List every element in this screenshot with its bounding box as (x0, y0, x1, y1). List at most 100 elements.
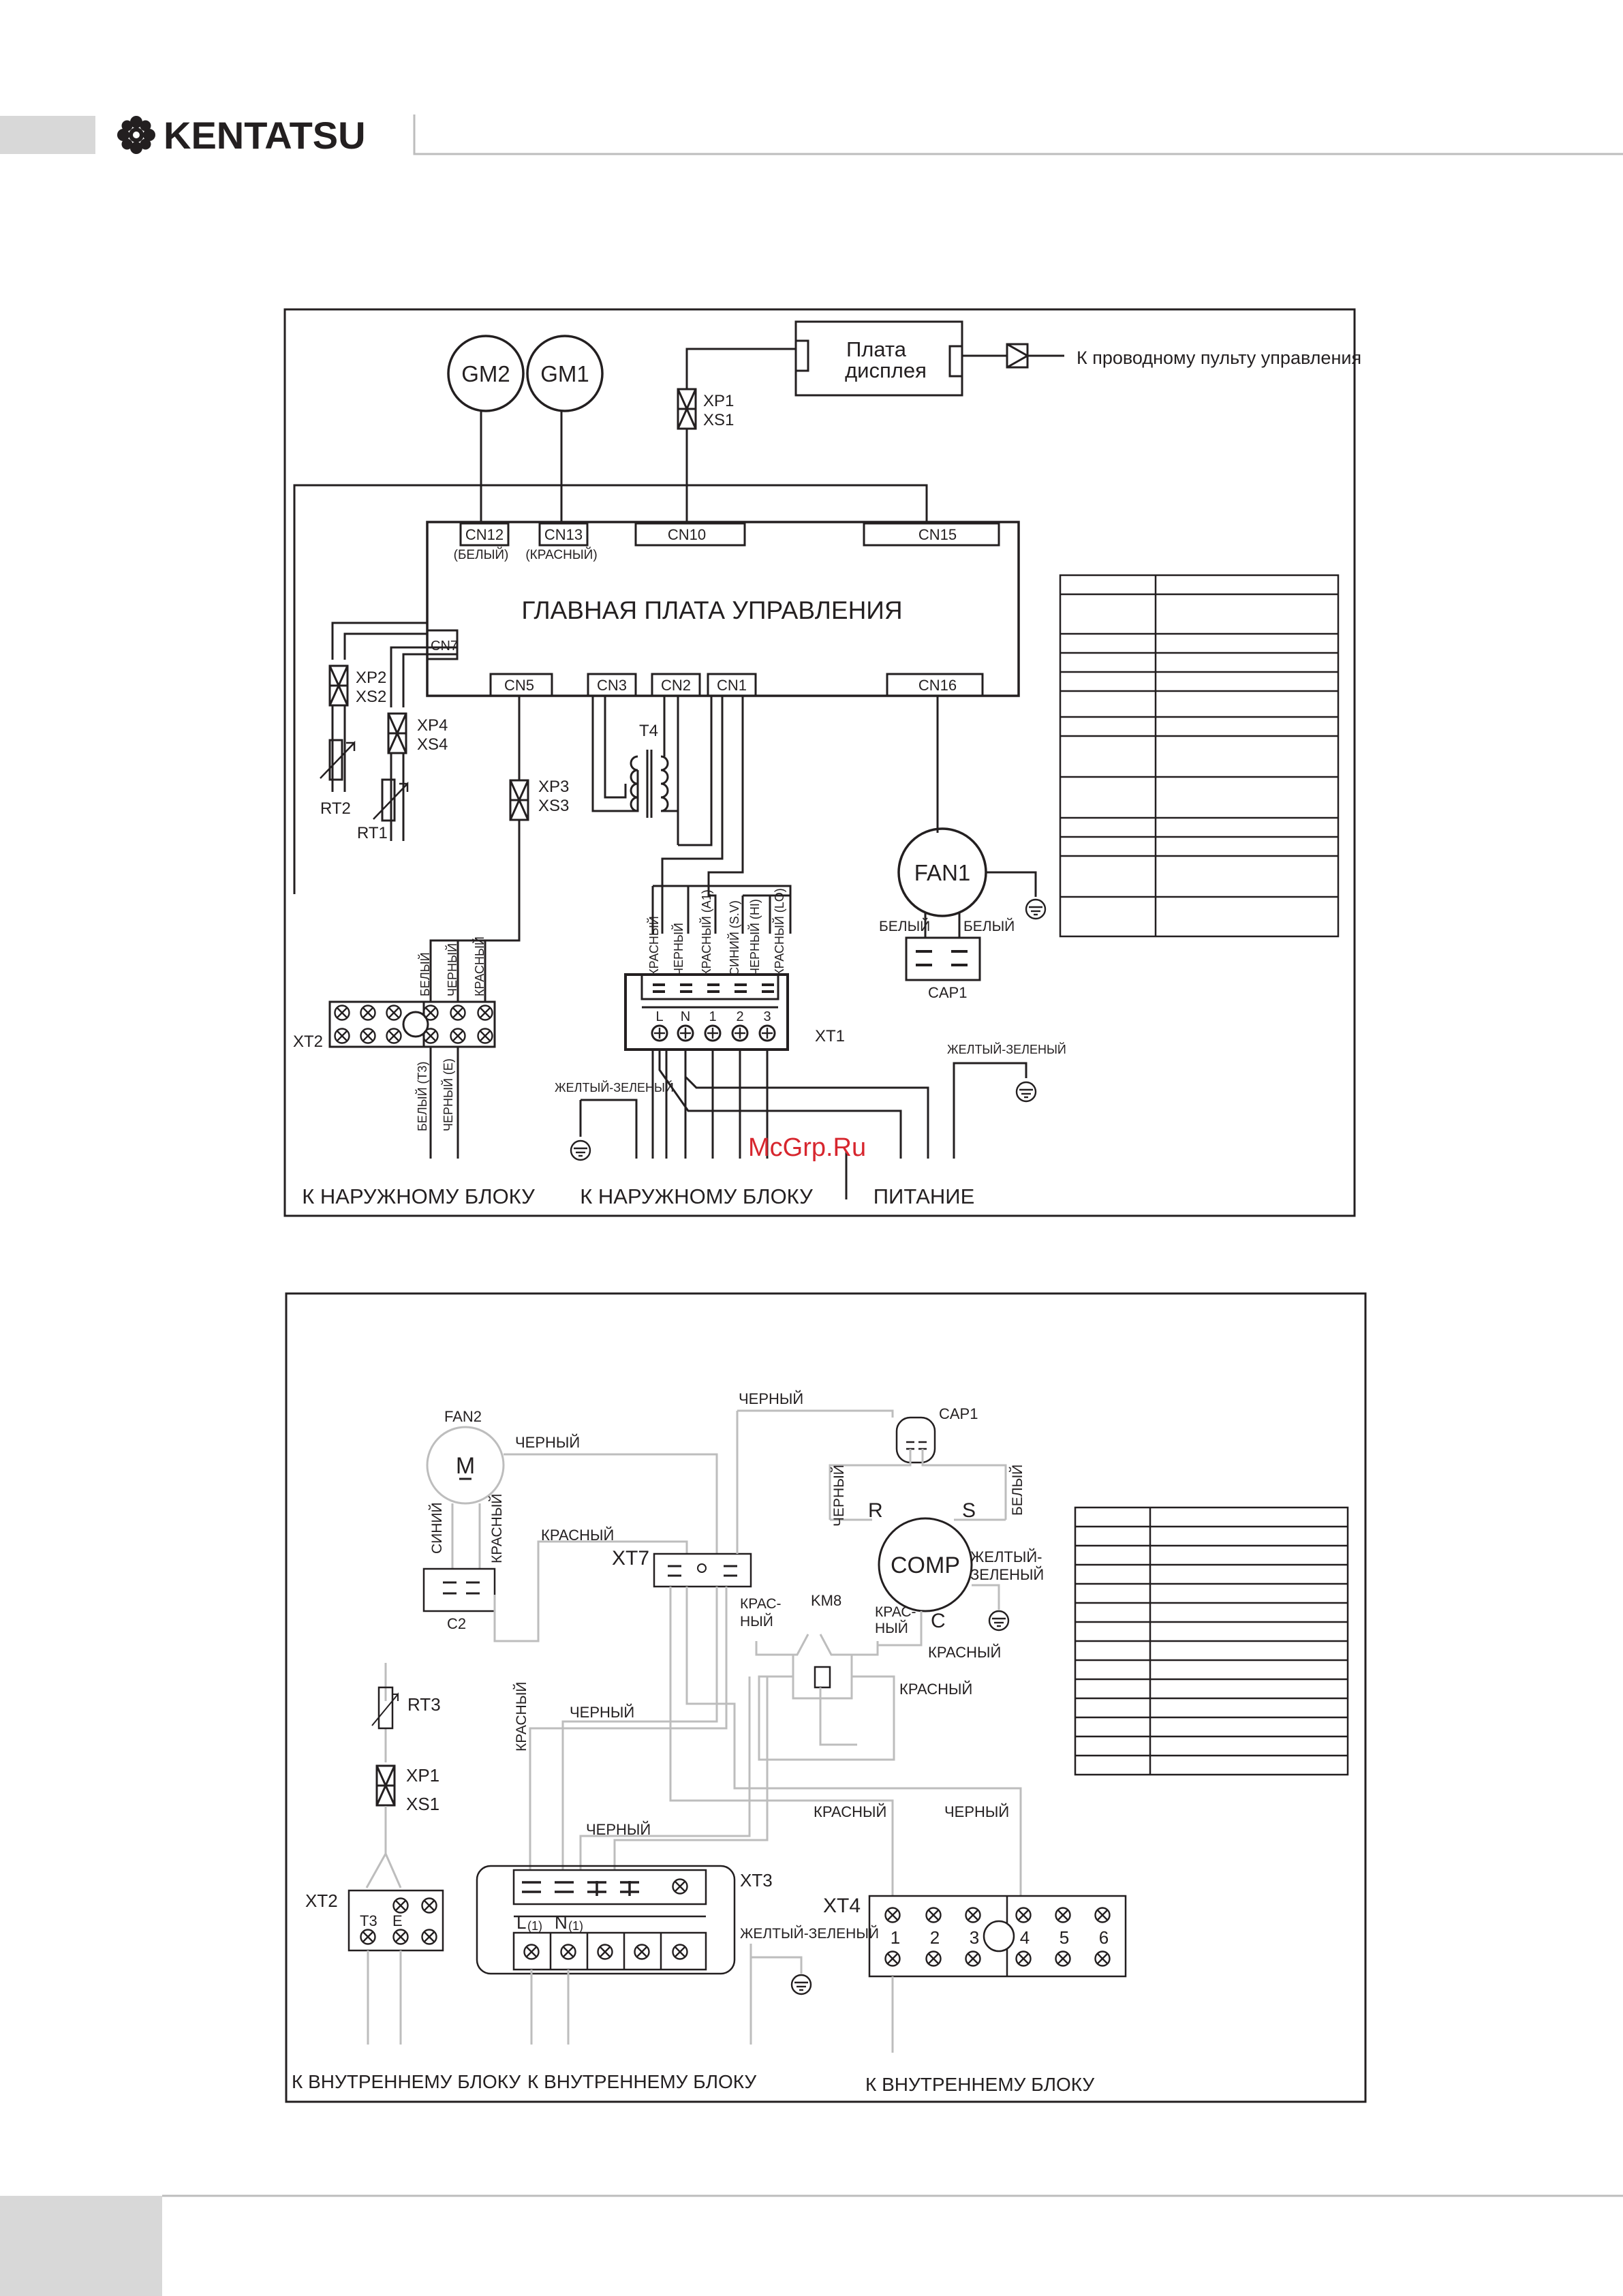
c2-capacitor (422, 1567, 496, 1612)
xt2-terminal-block (328, 1000, 496, 1048)
xt2-wire-black-e: ЧЕРНЫЙ (E) (441, 1058, 455, 1131)
xt4-term-4: 4 (1020, 1927, 1030, 1948)
ground-icon (1025, 898, 1047, 920)
xp1-label: XP1 (703, 392, 734, 410)
xt1-terminal-block: L N 1 2 3 (624, 973, 789, 1051)
xt1-label: XT1 (815, 1027, 845, 1045)
xt1-term-1: 1 (709, 1009, 716, 1024)
comp-s-label: S (962, 1499, 976, 1522)
xt4-term-3: 3 (970, 1927, 979, 1948)
xt4-term-2: 2 (930, 1927, 940, 1948)
comp-yellow-label: ЖЕЛТЫЙ- (970, 1548, 1042, 1565)
xs1-label: XS1 (703, 411, 734, 429)
to-indoor-label-3: К ВНУТРЕННЕМУ БЛОКУ (865, 2074, 1094, 2095)
xp1-xs1-connector (375, 1764, 396, 1807)
to-indoor-label-1: К ВНУТРЕННЕМУ БЛОКУ (292, 2071, 521, 2092)
cn10-label: CN10 (668, 526, 706, 543)
km8-red-left-1: КРАС- (740, 1596, 782, 1612)
gm1-label: GM1 (540, 361, 589, 386)
xt3-l-sub: (1) (527, 1919, 542, 1933)
comp-c-label: C (931, 1610, 946, 1632)
xt1-wire-red-a1: КРАСНЫЙ (A1) (699, 889, 713, 976)
cn7-label: CN7 (431, 639, 458, 654)
xt4-red-label: КРАСНЫЙ (814, 1803, 886, 1820)
compressor (878, 1517, 973, 1612)
xt4-terminal-block: 1 2 3 4 5 6 (868, 1895, 1127, 1978)
comp-label: COMP (891, 1552, 960, 1578)
comp-white-label: БЕЛЫЙ (1009, 1465, 1025, 1516)
xt4-label: XT4 (823, 1895, 861, 1917)
comp-black-label: ЧЕРНЫЙ (831, 1465, 847, 1527)
xp1-label-2: XP1 (406, 1765, 439, 1786)
xt1-wire-black-hi: ЧЕРНЫЙ (HI) (747, 899, 762, 976)
yellow-green-label-1: ЖЕЛТЫЙ-ЗЕЛЕНЫЙ (555, 1080, 674, 1095)
fan2-label: FAN2 (444, 1408, 482, 1425)
xt4-term-5: 5 (1060, 1927, 1069, 1948)
cn12-color: (БЕЛЫЙ) (454, 547, 509, 562)
xt1-term-2: 2 (736, 1009, 743, 1024)
gm1-motor (526, 335, 604, 412)
fan1-white-right: БЕЛЫЙ (963, 918, 1015, 934)
xs3-label: XS3 (538, 797, 569, 815)
xt2-wire-white: БЕЛЫЙ (418, 952, 432, 996)
gm2-motor (447, 335, 525, 412)
xt1-wire-black: ЧЕРНЫЙ (671, 923, 685, 976)
cap1-capacitor (905, 936, 981, 981)
xs1-label-2: XS1 (406, 1794, 439, 1814)
xt2-terminal-block-2: T3 E (347, 1889, 444, 1952)
cap1-label: CAP1 (928, 984, 967, 1001)
xp2-label: XP2 (356, 669, 386, 687)
xt3-l-label: L (516, 1912, 526, 1933)
cap1-label-2: CAP1 (939, 1405, 978, 1422)
xt2-e-label: E (392, 1912, 403, 1929)
xt1-wire-blue-sv: СИНИЙ (S.V) (727, 900, 741, 976)
rt2-thermistor (328, 739, 343, 781)
cn13-color: (КРАСНЫЙ) (525, 547, 597, 562)
fan2-red-label: КРАСНЫЙ (489, 1494, 505, 1563)
cn1-label: CN1 (717, 677, 747, 694)
kentatsu-logo-icon (117, 116, 155, 154)
cn3-label: CN3 (597, 677, 627, 694)
xt3-n-label: N (555, 1912, 568, 1933)
xt2-label: XT2 (293, 1032, 323, 1051)
cn13-label: CN13 (544, 526, 583, 543)
xp3-label: XP3 (538, 778, 569, 796)
brand-name: KENTATSU (164, 114, 366, 157)
xs4-label: XS4 (417, 735, 448, 754)
cn5-label: CN5 (504, 677, 534, 694)
xt1-wire-red-lo: КРАСНЫЙ (LO) (772, 888, 786, 976)
cn15-label: CN15 (918, 526, 957, 543)
wired-remote-label: К проводному пульту управления (1077, 348, 1361, 368)
page-header: KENTATSU (0, 114, 1623, 157)
t4-label: T4 (639, 722, 658, 740)
xt2-wire-white-t3: БЕЛЫЙ (T3) (415, 1062, 429, 1132)
gm2-label: GM2 (461, 361, 510, 386)
relay-red-label-1: КРАСНЫЙ (928, 1644, 1001, 1661)
km8-red-left-2: НЫЙ (740, 1613, 773, 1629)
fan2-motor (426, 1426, 505, 1505)
xt3-n-sub: (1) (568, 1919, 583, 1933)
to-outdoor-label-1: К НАРУЖНОМУ БЛОКУ (302, 1184, 535, 1208)
rt3-thermistor (377, 1686, 394, 1730)
comp-green-label: ЗЕЛЕНЫЙ (970, 1566, 1044, 1583)
km8-label: KM8 (811, 1592, 841, 1609)
xt3-terminal-block: L (1) N (1) (476, 1865, 736, 1975)
xt7-label: XT7 (612, 1547, 649, 1570)
fan2-blue-label: СИНИЙ (429, 1502, 445, 1554)
ground-icon (1015, 1081, 1037, 1103)
xt1-term-3: 3 (763, 1009, 771, 1024)
xt1-term-l: L (655, 1009, 663, 1024)
power-label: ПИТАНИЕ (874, 1184, 975, 1208)
xp4-label: XP4 (417, 716, 448, 735)
xt3-red-vertical-label: КРАСНЫЙ (513, 1682, 529, 1751)
yellow-green-label-2: ЖЕЛТЫЙ-ЗЕЛЕНЫЙ (947, 1042, 1066, 1056)
xt2-t3-label: T3 (360, 1912, 377, 1929)
xt1-term-n: N (681, 1009, 690, 1024)
xt7-connector (653, 1552, 752, 1588)
xt3-black-label-2: ЧЕРНЫЙ (586, 1821, 651, 1838)
xt2-wire-black: ЧЕРНЫЙ (445, 943, 459, 996)
legend-table-2 (1074, 1506, 1349, 1776)
outdoor-unit-wiring-diagram: FAN2 M ЧЕРНЫЙ СИНИЙ КРАСНЫЙ C2 КРАСНЫЙ X… (285, 1292, 1367, 2103)
legend-table-1 (1059, 574, 1340, 938)
cn16-label: CN16 (918, 677, 957, 694)
